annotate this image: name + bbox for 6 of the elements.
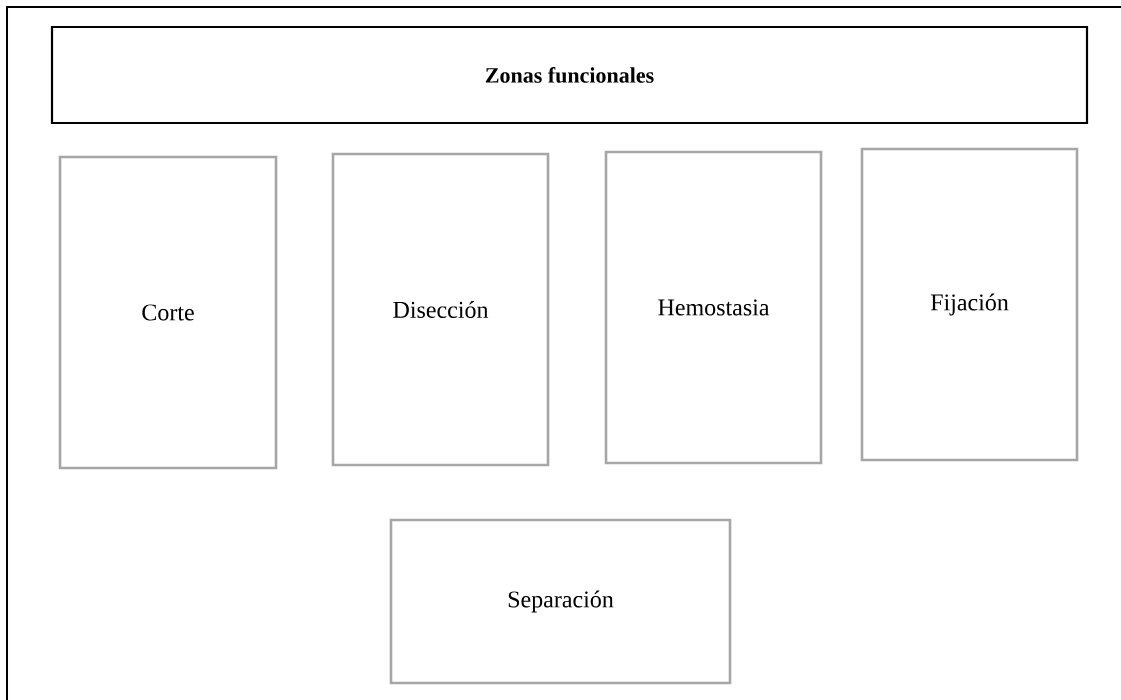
zone-box: Hemostasia: [604, 150, 823, 465]
zone-box: Separación: [389, 518, 732, 685]
zone-box: Fijación: [860, 147, 1079, 462]
zone-box: Corte: [58, 155, 278, 470]
zone-box: Disección: [331, 152, 550, 467]
title-box: Zonas funcionales: [50, 25, 1089, 125]
